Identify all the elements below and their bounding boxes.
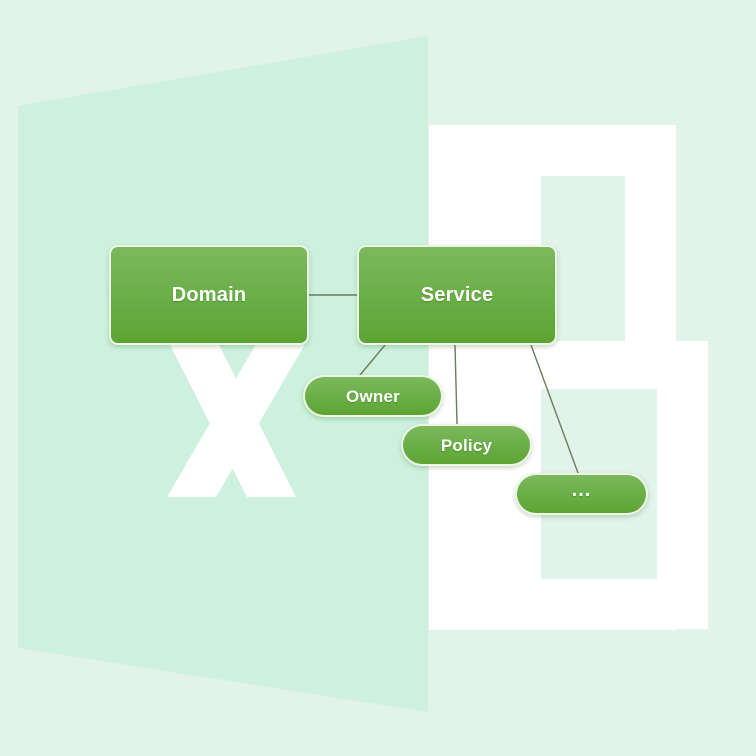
edge-service-more xyxy=(530,344,579,474)
node-service-label: Service xyxy=(420,284,494,306)
node-policy-label: Policy xyxy=(440,435,493,455)
letter-x-glyph xyxy=(167,339,308,497)
node-domain[interactable]: Domain xyxy=(109,245,309,345)
edge-service-policy xyxy=(454,344,458,425)
letter-b-glyph xyxy=(429,125,708,630)
edge-service-owner xyxy=(359,344,386,376)
node-more[interactable]: ... xyxy=(515,473,648,515)
node-more-label: ... xyxy=(571,479,592,501)
node-policy[interactable]: Policy xyxy=(401,424,532,466)
node-owner[interactable]: Owner xyxy=(303,375,443,417)
node-service[interactable]: Service xyxy=(357,245,557,345)
node-domain-label: Domain xyxy=(171,284,247,306)
node-owner-label: Owner xyxy=(346,386,400,406)
